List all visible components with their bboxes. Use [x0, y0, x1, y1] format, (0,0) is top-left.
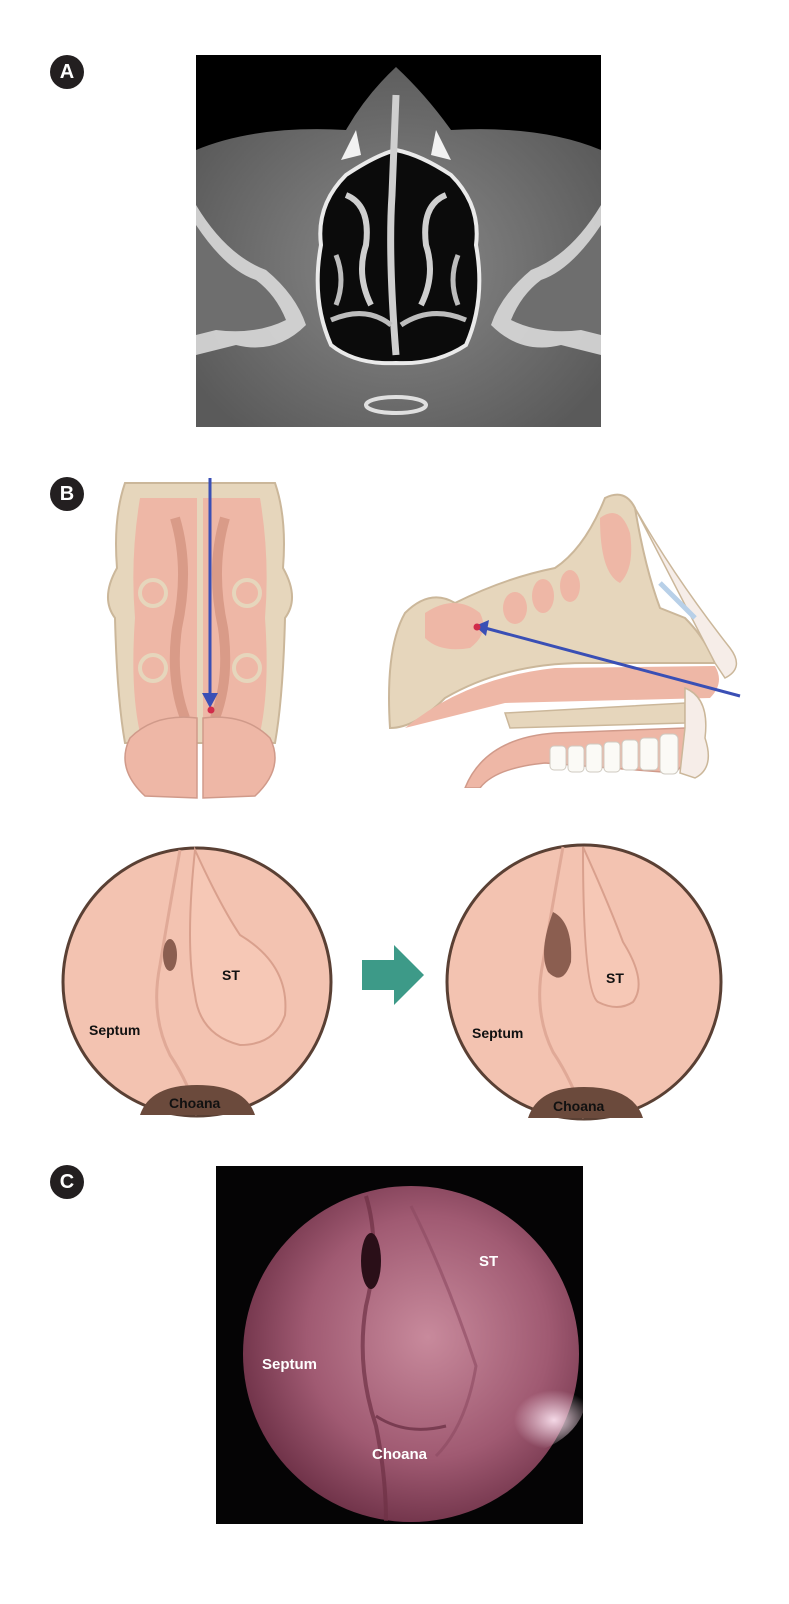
endoscopic-photo: ST Septum Choana — [216, 1166, 583, 1524]
endoscopic-view-before: ST Septum Choana — [60, 845, 335, 1120]
panel-a-badge: A — [50, 55, 84, 89]
endoscopic-photo-drawing — [216, 1166, 583, 1524]
axial-illustration — [105, 478, 295, 803]
st-label: ST — [606, 970, 624, 986]
st-label: ST — [222, 967, 240, 983]
septum-label: Septum — [89, 1022, 140, 1038]
endoscopic-after-drawing — [443, 842, 726, 1123]
panel-c-badge: C — [50, 1165, 84, 1199]
endoscopic-view-after: ST Septum Choana — [443, 842, 726, 1123]
transition-arrow — [362, 945, 424, 1005]
septum-label: Septum — [262, 1356, 317, 1373]
ct-scan-image — [196, 55, 601, 427]
choana-label: Choana — [372, 1446, 427, 1463]
septum-label: Septum — [472, 1025, 523, 1041]
panel-b-badge: B — [50, 477, 84, 511]
endoscopic-before-drawing — [60, 845, 335, 1120]
st-label: ST — [479, 1253, 498, 1270]
choana-label: Choana — [553, 1098, 604, 1114]
choana-label: Choana — [169, 1095, 220, 1111]
sagittal-illustration — [385, 488, 745, 788]
